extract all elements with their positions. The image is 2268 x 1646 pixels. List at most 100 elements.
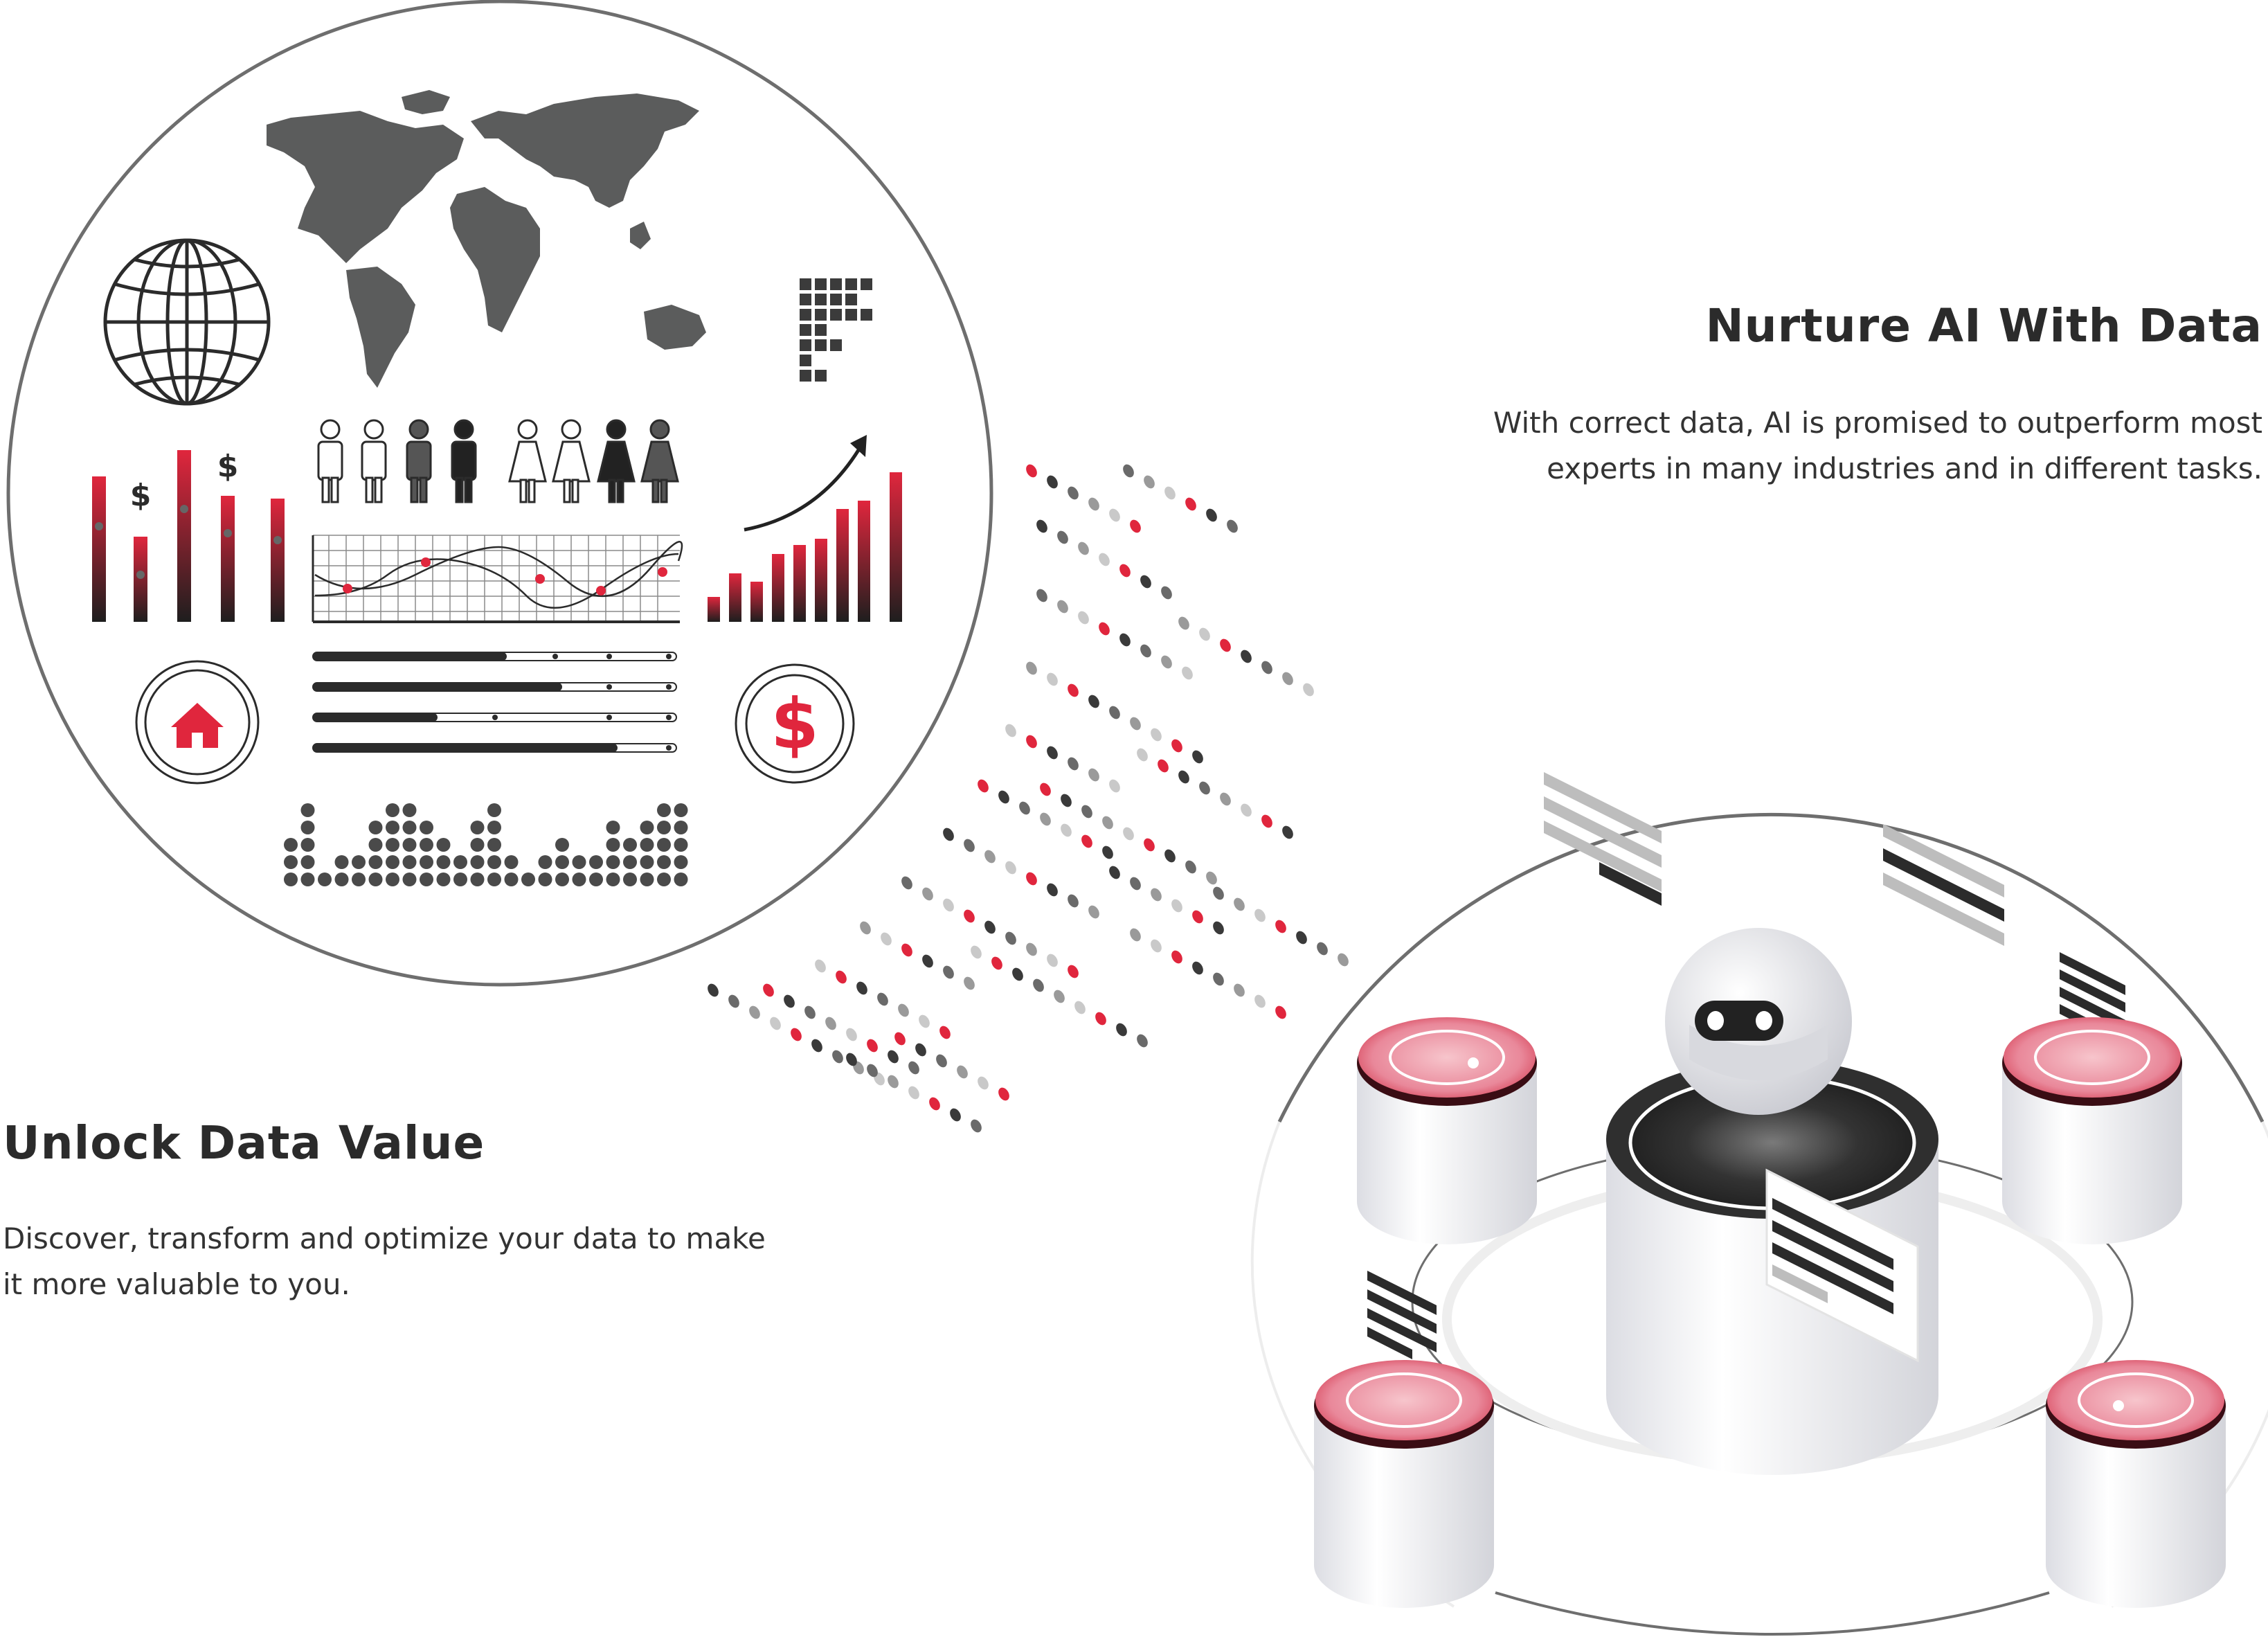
dollar-sign-2: $	[217, 449, 239, 484]
matrix-dot	[436, 873, 451, 886]
stream-dot	[1057, 530, 1068, 544]
satellite-pod-bottom-left	[1314, 1360, 1494, 1608]
stream-dot	[1234, 897, 1245, 911]
matrix-dot	[657, 855, 671, 869]
stream-dot	[1161, 586, 1172, 600]
stream-dot	[825, 1017, 836, 1030]
matrix-dot	[402, 855, 417, 869]
stream-dot	[971, 1119, 982, 1133]
nurture-ai-description: With correct data, AI is promised to out…	[1362, 400, 2262, 492]
matrix-dot	[284, 838, 298, 852]
stream-dot	[1123, 464, 1134, 478]
stream-dot	[1088, 695, 1099, 708]
stream-dot	[1109, 779, 1120, 793]
infographic-circle	[6, 0, 993, 987]
stream-dot	[1254, 909, 1266, 922]
stream-dot	[943, 965, 954, 979]
stream-dot	[1130, 877, 1141, 891]
stream-dot	[1057, 600, 1068, 614]
stream-dot	[1303, 683, 1314, 697]
stream-dot	[811, 1039, 822, 1053]
stream-dot	[836, 970, 847, 984]
stream-dot	[943, 898, 954, 912]
stream-dot	[1068, 965, 1079, 978]
matrix-dot	[674, 855, 688, 869]
stream-dot	[1047, 672, 1058, 686]
matrix-dot	[318, 873, 332, 886]
stream-dot	[1081, 805, 1092, 818]
stream-dot	[1102, 816, 1113, 830]
matrix-dot	[402, 803, 417, 817]
matrix-dot	[300, 873, 315, 886]
stream-dot	[1109, 706, 1120, 719]
robot-head-icon	[1665, 928, 1852, 1115]
stream-dot	[1078, 542, 1089, 555]
left-bar-chart	[92, 450, 285, 622]
stream-dot	[867, 1064, 878, 1077]
stream-dot	[1192, 910, 1203, 924]
data-stream-dots	[708, 464, 1349, 1133]
matrix-dot	[334, 855, 349, 869]
stream-dot	[1151, 888, 1162, 902]
nurture-ai-heading: Nurture AI With Data	[1705, 299, 2262, 352]
stream-dot	[1130, 519, 1141, 533]
matrix-dot	[572, 855, 586, 869]
stream-dot	[1123, 827, 1134, 841]
unlock-data-value-description-line-1: Discover, transform and optimize your da…	[3, 1222, 766, 1255]
matrix-dot	[623, 873, 637, 886]
matrix-dot	[352, 855, 366, 869]
matrix-dot	[386, 803, 399, 817]
matrix-dot	[555, 873, 569, 886]
matrix-dot	[572, 873, 586, 886]
stream-dot	[1088, 497, 1099, 511]
stream-dot	[770, 1017, 781, 1030]
line-chart	[312, 535, 683, 623]
stream-dot	[1144, 838, 1155, 852]
stream-dot	[1019, 801, 1030, 815]
dollar-coin-icon: $	[735, 663, 855, 784]
stream-dot	[894, 1032, 906, 1046]
stream-dot	[1158, 759, 1169, 773]
stream-dot	[1047, 475, 1058, 489]
matrix-dot	[606, 855, 620, 869]
satellite-pod-top-left	[1357, 1017, 1537, 1244]
world-map	[267, 90, 706, 388]
stream-dot	[1171, 739, 1182, 753]
matrix-dot	[640, 855, 654, 869]
stream-dot	[856, 981, 867, 995]
stream-dot	[936, 1054, 947, 1068]
matrix-dot	[420, 873, 433, 886]
stream-dot	[1012, 967, 1023, 981]
stream-dot	[846, 1053, 857, 1066]
matrix-dot	[657, 873, 671, 886]
stream-dot	[984, 920, 996, 934]
stream-dot	[978, 1076, 989, 1090]
stream-dot	[881, 932, 892, 946]
matrix-dot	[386, 855, 399, 869]
matrix-dot	[368, 873, 383, 886]
matrix-dot	[504, 873, 519, 886]
dot-matrix-chart	[284, 803, 688, 886]
stream-dot	[1095, 1012, 1106, 1026]
right-bar-chart	[708, 472, 902, 622]
matrix-dot	[640, 821, 654, 834]
stream-dot	[1026, 872, 1037, 886]
stream-dot	[943, 828, 954, 841]
stream-dot	[1140, 575, 1151, 589]
stream-dot	[1040, 812, 1051, 826]
dollar-sign-1: $	[130, 478, 152, 513]
stream-dot	[964, 839, 975, 852]
stream-dot	[1047, 746, 1058, 760]
stream-dot	[1185, 497, 1196, 511]
matrix-dot	[402, 838, 417, 852]
matrix-dot	[470, 821, 485, 834]
stream-dot	[1192, 750, 1203, 764]
stream-dot	[1199, 781, 1210, 795]
stream-dot	[939, 1026, 951, 1039]
stream-dot	[1182, 666, 1193, 680]
matrix-dot	[640, 873, 654, 886]
stream-dot	[1261, 814, 1272, 828]
matrix-dot	[284, 855, 298, 869]
stream-dot	[1171, 899, 1182, 913]
